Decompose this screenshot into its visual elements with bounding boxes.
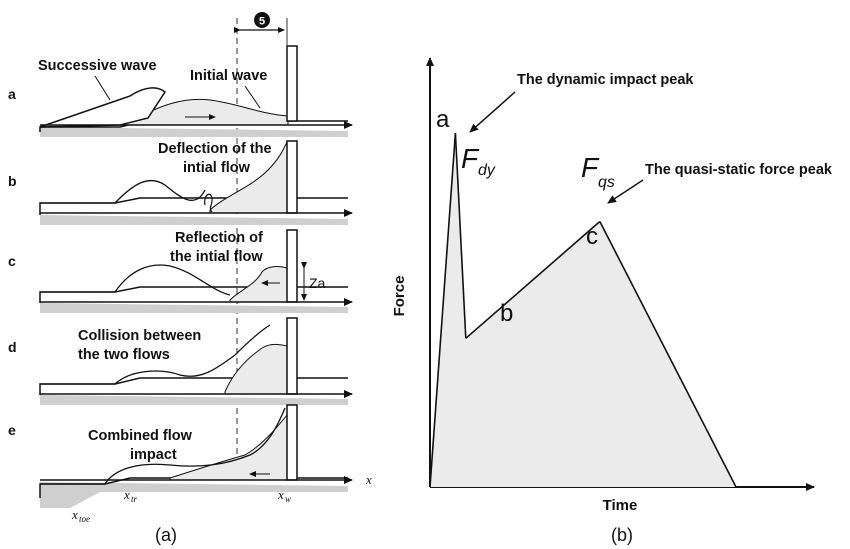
za-label: Za	[309, 275, 326, 291]
marker-circle	[254, 12, 270, 28]
f-dy-subscript: dy	[478, 162, 496, 179]
x-tr-subscript: tr	[131, 494, 138, 504]
force-segment	[429, 132, 457, 488]
surface-e	[40, 407, 286, 485]
surface-d	[40, 324, 271, 385]
wall-d	[286, 317, 298, 395]
ground-shadow-d	[40, 395, 348, 405]
ground-shadow-a	[40, 127, 348, 137]
panel-b: Force Time a b c F dy F qs The dynamic i…	[391, 57, 833, 545]
panel-b-caption: (b)	[611, 525, 633, 545]
ground-shadow-e	[40, 482, 348, 508]
row-a: a Successive wave Initial wave	[8, 45, 353, 137]
x-axis-title: Time	[603, 497, 638, 514]
point-c-label: c	[586, 223, 598, 250]
x-w-subscript: w	[285, 494, 291, 504]
x-toe-subscript: toe	[79, 514, 90, 524]
beach-c	[39, 286, 348, 303]
surface-c	[40, 264, 231, 296]
x-w-symbol: x	[277, 487, 284, 502]
row-d-label-2: the two flows	[78, 347, 170, 363]
row-b-label-2: intial flow	[183, 160, 251, 176]
row-e-label-2: impact	[130, 447, 177, 463]
row-d-label-1: Collision between	[78, 328, 201, 344]
row-e: e Combined flow impact	[8, 404, 353, 508]
surface-b	[40, 179, 206, 204]
leader-a2	[244, 85, 261, 109]
x-tr-symbol: x	[123, 487, 130, 502]
point-b-label: b	[500, 300, 513, 327]
curl-b	[204, 193, 213, 213]
dynamic-peak-pointer	[469, 91, 516, 133]
row-letter-b: b	[8, 173, 17, 189]
row-d: d Collision between the two flows	[8, 317, 353, 405]
row-letter-d: d	[8, 339, 17, 355]
row-a-label-1: Successive wave	[38, 58, 157, 74]
water-d	[224, 343, 288, 395]
row-letter-e: e	[8, 422, 16, 438]
wall-b	[286, 140, 298, 214]
f-qs-label: F	[581, 152, 600, 183]
successive-wave-a	[39, 87, 166, 128]
row-letter-c: c	[8, 253, 16, 269]
y-axis-title: Force	[391, 276, 408, 317]
f-dy-label: F	[461, 143, 480, 174]
x-axis-symbol: x	[365, 472, 372, 487]
row-c: c Za Reflection of the intial flow	[8, 229, 353, 313]
row-c-label-1: Reflection of	[175, 230, 263, 246]
force-curve-area	[430, 133, 736, 487]
force-segment	[465, 220, 601, 339]
force-segment	[599, 221, 737, 488]
marker-number: 5	[259, 16, 265, 28]
x-toe-symbol: x	[71, 507, 78, 522]
f-qs-subscript: qs	[598, 174, 615, 191]
row-b-label-1: Deflection of the	[158, 141, 272, 157]
quasi-peak-annotation: The quasi-static force peak	[645, 162, 833, 178]
row-a-label-2: Initial wave	[190, 68, 267, 84]
quasi-peak-pointer	[607, 179, 644, 204]
ground-shadow-b	[40, 215, 348, 225]
wall-c	[286, 229, 298, 303]
ground-shadow-c	[40, 303, 348, 313]
row-e-label-1: Combined flow	[88, 428, 193, 444]
panel-a-caption: (a)	[155, 525, 177, 545]
beach-d	[39, 377, 348, 395]
water-c	[229, 266, 288, 303]
point-a-label: a	[436, 106, 450, 133]
force-curve	[429, 132, 737, 488]
wall-a	[286, 45, 298, 122]
leader-a1	[94, 75, 111, 101]
wall-e	[286, 404, 298, 481]
panel-a: 5 a Successive wave Initial wave b	[8, 12, 372, 545]
row-b: b Deflection of the intial flow	[8, 140, 353, 225]
force-segment	[454, 132, 467, 339]
water-e	[169, 413, 288, 481]
row-letter-a: a	[8, 86, 16, 102]
dynamic-peak-annotation: The dynamic impact peak	[517, 72, 694, 88]
row-c-label-2: the intial flow	[170, 249, 263, 265]
